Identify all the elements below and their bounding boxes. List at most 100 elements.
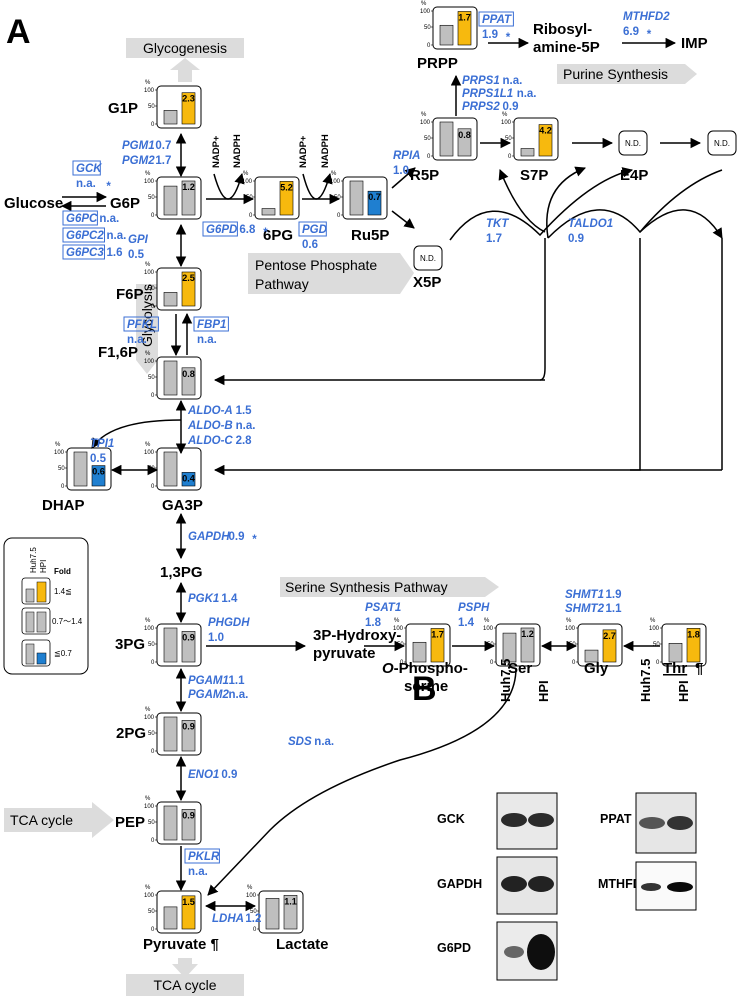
nd-right: N.D. (714, 139, 730, 148)
chart-ser-tick100: 100 (483, 626, 494, 632)
met-gly: Gly (584, 660, 609, 677)
chart-pg6-tick0: 0 (249, 213, 253, 219)
enzyme-aldo-c-name: ALDO-C (187, 435, 233, 447)
enzyme-phgdh-name: PHGDH (208, 617, 250, 629)
chart-g6p-tick0: 0 (151, 213, 155, 219)
serine-label: Serine Synthesis Pathway (285, 579, 448, 595)
chart-ser-pct: % (484, 618, 490, 624)
enzyme-g6pc2-fold: n.a. (107, 230, 127, 242)
enzyme-pgam2-name: PGAM2 (188, 689, 230, 701)
legend-up-bar (36, 581, 47, 603)
legend-r3: ≦0.7 (54, 649, 72, 658)
enzyme-pgam1-name: PGAM1 (188, 675, 229, 687)
enzyme-prps1l1-name: PRPS1L1 (462, 88, 513, 100)
legend-same-bar (36, 611, 47, 633)
chart-f6p-pct: % (145, 262, 151, 268)
chart-ga3p-value: 0.4 (182, 473, 195, 483)
chart-gly-tick50: 50 (569, 642, 576, 648)
chart-pyruvate-tick0: 0 (151, 927, 155, 933)
chart-dhap-bar-hpi (91, 465, 106, 487)
legend-col1: Huh7.5 (29, 547, 38, 573)
enzyme-g6pc-box (62, 210, 98, 226)
met-r5p: R5P (410, 167, 439, 184)
chart-pg6-tick50: 50 (246, 195, 253, 201)
chart-ops-tick0: 0 (400, 660, 404, 666)
met-prpp: PRPP (417, 55, 458, 72)
chart-g6p-bar-control (163, 185, 178, 216)
enzyme-sds-name: SDS (288, 736, 312, 748)
enzyme-pgm1-name: PGM1 (122, 140, 155, 152)
chart-ser-bar-hpi (520, 627, 535, 663)
wb-left-col2: HPI (536, 680, 551, 702)
enzyme-pfkl-fold: n.a. (127, 334, 147, 346)
chart-g6p-tick50: 50 (148, 195, 155, 201)
enzyme-fbp1-name: FBP1 (197, 319, 226, 331)
chart-gly-pct: % (566, 618, 572, 624)
chart-ru5p-pct: % (331, 171, 337, 177)
enzyme-sds-fold: n.a. (314, 736, 334, 748)
chart-dhap-bar-control (73, 451, 88, 487)
enzyme-g6pc2-box (62, 227, 105, 243)
enzyme-aldo-a-fold: 1.5 (236, 405, 253, 417)
met-phosphoserine-1: O-Phospho- (382, 660, 468, 677)
chart-prpp-bar-control (439, 24, 454, 46)
not-detected-boxes: N.D. N.D. N.D. (413, 130, 737, 271)
chart-ga3p-bar-control (163, 451, 178, 487)
chart-pyruvate-tick100: 100 (144, 893, 155, 899)
chart-pg3-tick0: 0 (151, 660, 155, 666)
chart-gly-bar-control (584, 649, 599, 663)
chart-r5p-bar-hpi (457, 128, 472, 157)
enzyme-g6pc-fold: n.a. (99, 213, 119, 225)
chart-f6p-tick0: 0 (151, 304, 155, 310)
chart-pg6-tick100: 100 (242, 179, 253, 185)
enzyme-aldo-a-name: ALDO-A (187, 405, 233, 417)
chart-ga3p-tick100: 100 (144, 450, 155, 456)
chart-pep-tick0: 0 (151, 838, 155, 844)
tca-bottom-banner: TCA cycle (126, 958, 244, 996)
enzyme-pklr-fold: n.a. (188, 866, 208, 878)
nadp-2: NADP+ (298, 135, 309, 168)
chart-lactate-tick0: 0 (253, 927, 257, 933)
wb-g6pd-label: G6PD (437, 941, 471, 955)
enzyme-tkt-name: TKT (486, 218, 509, 230)
chart-g1p-bar-hpi (181, 92, 196, 125)
enzyme-prps1-fold: n.a. (503, 75, 523, 87)
pathway-arrows (60, 37, 723, 912)
enzyme-rpia-fold: 1.0 (393, 165, 409, 177)
chart-f6p-bar-control (163, 292, 178, 307)
met-ga3p: GA3P (162, 497, 203, 514)
chart-ser-tick0: 0 (490, 660, 494, 666)
enzyme-pgam1-fold: 1.1 (229, 675, 246, 687)
enzyme-prps2-name: PRPS2 (462, 101, 500, 113)
wb-ppat-label: PPAT (600, 812, 632, 826)
enzyme-g6pd-star: * (263, 227, 268, 239)
chart-s7p-value: 4.2 (539, 126, 552, 136)
wb-gapdh-label: GAPDH (437, 877, 482, 891)
chart-prpp-tick50: 50 (424, 25, 431, 31)
enzyme-ldha-fold: 1.2 (245, 913, 261, 925)
chart-pg6-pct: % (243, 171, 249, 177)
chart-gly-tick0: 0 (572, 660, 576, 666)
legend-col2: HPI (39, 560, 48, 573)
chart-r5p-pct: % (421, 112, 427, 118)
enzyme-pgd-name: PGD (302, 224, 327, 236)
enzyme-gapdh-fold: 0.9 (229, 531, 245, 543)
enzyme-aldo-b-fold: n.a. (236, 420, 256, 432)
chart-ser-tick50: 50 (487, 642, 494, 648)
pentose-label-2: Pathway (255, 276, 309, 292)
wb-gck-label: GCK (437, 812, 465, 826)
chart-prpp-tick0: 0 (427, 43, 431, 49)
legend: Huh7.5 HPI Fold 1.4≦ 0.7〜1.4 ≦0.7 (3, 537, 89, 675)
met-thr-pilcrow: ¶ (695, 660, 703, 677)
met-dhap: DHAP (42, 497, 85, 514)
chart-g1p-bar-control (163, 110, 178, 125)
enzyme-mthfd2-fold: 6.9 (623, 26, 639, 38)
met-thr: Thr (663, 660, 687, 677)
